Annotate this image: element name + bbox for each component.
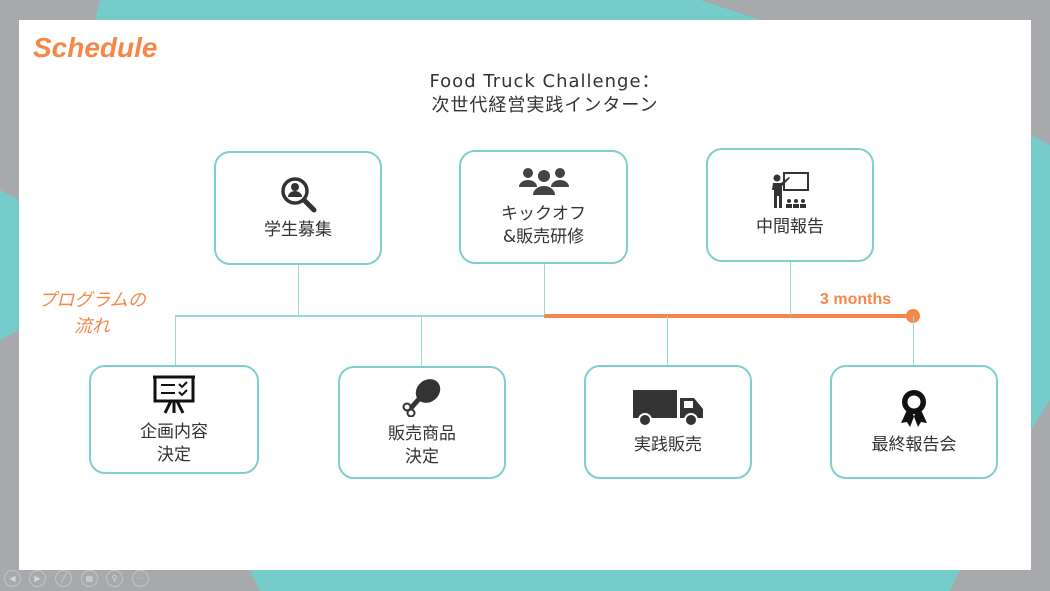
timeline-line: [175, 315, 545, 317]
connector: [298, 265, 299, 315]
step-label: キックオフ: [501, 204, 586, 224]
connector: [175, 316, 176, 365]
flow-label-line-2: 流れ: [74, 316, 110, 337]
timeline-duration-bar: [544, 314, 913, 318]
connector: [544, 264, 545, 315]
step-interim-report: 中間報告: [706, 148, 874, 262]
flow-label: プログラムの流れ: [27, 288, 157, 340]
zoom-button[interactable]: ⚲: [106, 570, 123, 587]
step-kickoff: キックオフ&販売研修: [459, 150, 628, 264]
duration-label: 3 months: [820, 291, 892, 308]
step-label: 学生募集: [264, 219, 332, 240]
step-label: 最終報告会: [871, 434, 957, 455]
step-label: 販売商品: [388, 423, 456, 444]
step-sales-practice: 実践販売: [584, 365, 752, 479]
drumstick-icon: [402, 378, 441, 417]
step-recruitment: 学生募集: [214, 151, 382, 265]
connector: [790, 262, 791, 315]
next-slide-button[interactable]: ▶: [29, 570, 46, 587]
step-final-report: 最終報告会: [830, 365, 998, 479]
step-product-decision: 販売商品決定: [338, 366, 506, 479]
step-label: &販売研修: [502, 227, 585, 247]
pen-tool-button[interactable]: ╱: [55, 570, 72, 587]
search-person-icon: [281, 176, 317, 212]
step-label: 決定: [405, 446, 439, 467]
slide-subtitle: Food Truck Challenge： 次世代経営実践インターン: [380, 70, 710, 118]
slide-title: Schedule: [33, 32, 158, 63]
step-label: 企画内容: [140, 421, 208, 442]
previous-slide-button[interactable]: ◀: [4, 570, 21, 587]
connector: [667, 316, 668, 365]
step-label: 決定: [157, 444, 191, 465]
step-label: 実践販売: [634, 434, 702, 455]
step-plan-decision: 企画内容決定: [89, 365, 259, 474]
subtitle-line-1: Food Truck Challenge：: [429, 71, 661, 92]
more-options-button[interactable]: ···: [132, 570, 149, 587]
group-icon: [518, 168, 569, 195]
truck-icon: [633, 389, 703, 427]
award-ribbon-icon: [901, 389, 927, 427]
presentation-icon: [772, 171, 809, 208]
planning-board-icon: [153, 375, 195, 414]
connector: [421, 316, 422, 366]
flow-label-line-1: プログラムの: [38, 290, 146, 311]
step-label: 中間報告: [756, 216, 824, 237]
see-all-slides-button[interactable]: ▦: [81, 570, 98, 587]
connector: [913, 316, 914, 365]
subtitle-line-2: 次世代経営実践インターン: [431, 95, 659, 116]
